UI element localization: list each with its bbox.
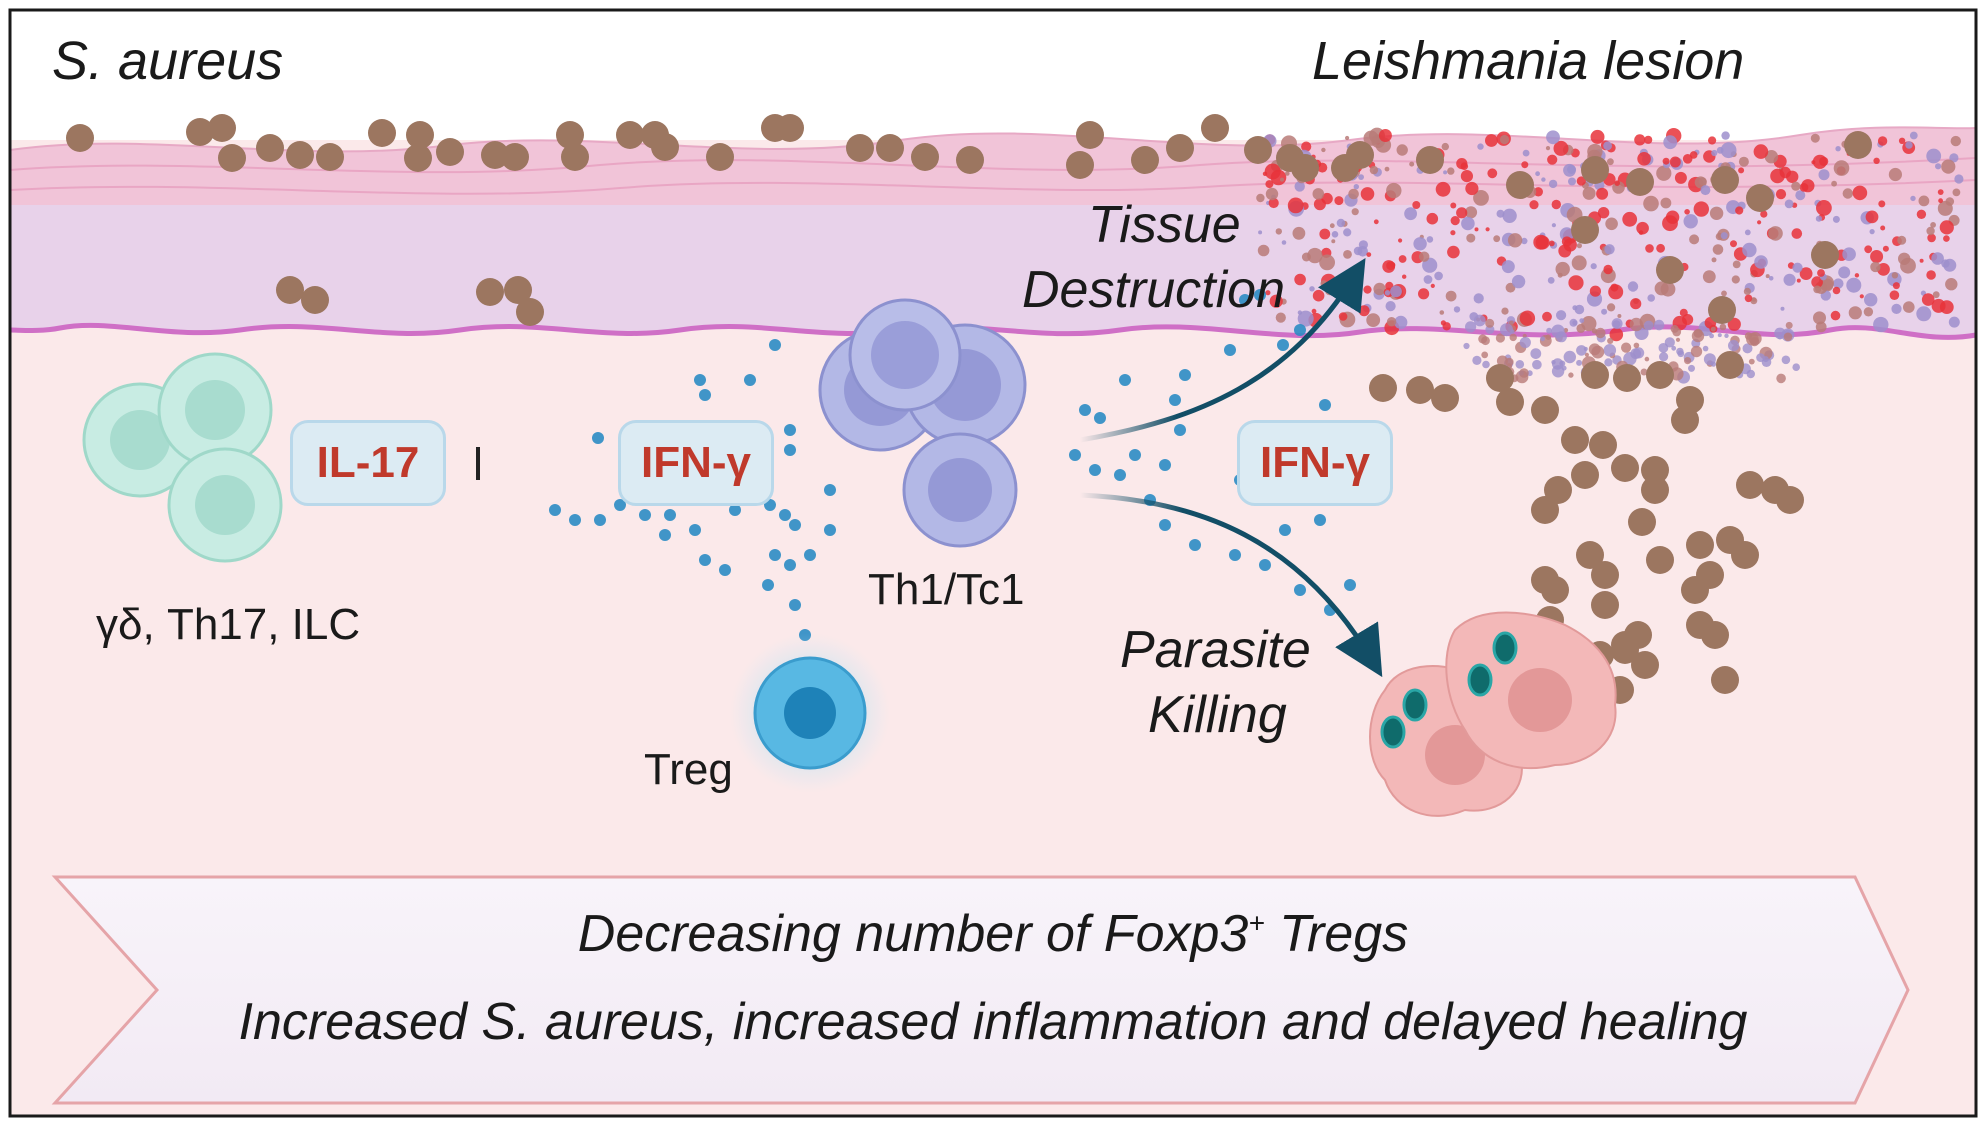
treg-cell [730, 633, 890, 793]
epidermis-stripes [9, 157, 1977, 195]
banner-line-1-prefix: Decreasing number of Foxp3 [577, 905, 1249, 963]
tissue-destruction-label-line2: Destruction [1022, 261, 1285, 319]
banner-line-1-suffix: Tregs [1264, 905, 1409, 963]
banner-line-1-sup: + [1248, 907, 1265, 939]
figure-frame [8, 8, 1978, 1118]
parasite-killing-label-line1: Parasite [1120, 621, 1311, 679]
banner-line-2: Increased S. aureus, increased inflammat… [238, 993, 1748, 1051]
dermis-upper-layer [10, 205, 1976, 338]
tissue-destruction-arrow [1079, 257, 1366, 443]
th1-tc1-label: Th1/Tc1 [868, 565, 1025, 614]
s-aureus-title: S. aureus [52, 31, 284, 91]
ifng-cytokine-box-left: IFN-γ [618, 420, 774, 506]
il17-inhibition-line [476, 447, 600, 480]
tissue-destruction-label-line1: Tissue [1088, 196, 1241, 254]
th1-tc1-cells [818, 298, 1027, 548]
il17-cytokine-box: IL-17 [290, 420, 446, 506]
infected-macrophages [1369, 611, 1617, 817]
sky-background [10, 10, 1976, 140]
banner-line-1: Decreasing number of Foxp3+ Tregs [0, 904, 1986, 964]
treg-label: Treg [644, 745, 733, 794]
innate-cells-label: γδ, Th17, ILC [96, 600, 361, 649]
ifng-cytokine-box-right: IFN-γ [1237, 420, 1393, 506]
innate-lymphoid-cells [82, 352, 283, 563]
parasite-killing-label-line2: Killing [1148, 686, 1287, 744]
s-aureus-bacteria [66, 114, 1872, 704]
summary-banner-arrow [51, 875, 1910, 1105]
parasite-killing-arrow [1079, 492, 1383, 678]
leishmania-lesion-title: Leishmania lesion [1312, 31, 1745, 91]
